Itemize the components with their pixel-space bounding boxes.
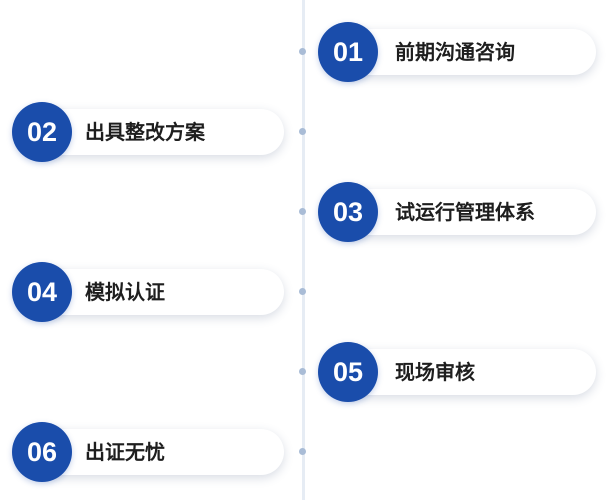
step-4-card: 04 模拟认证 [12, 262, 286, 322]
step-number-badge: 06 [12, 422, 72, 482]
step-pill [32, 429, 284, 475]
step-number-badge: 01 [318, 22, 378, 82]
timeline-dot [299, 448, 306, 455]
step-label: 前期沟通咨询 [395, 40, 515, 64]
step-label: 试运行管理体系 [395, 200, 535, 224]
step-number-badge: 02 [12, 102, 72, 162]
step-pill [32, 109, 284, 155]
step-2-card: 02 出具整改方案 [12, 102, 286, 162]
step-label: 模拟认证 [85, 280, 165, 304]
timeline-dot [299, 48, 306, 55]
step-pill [32, 269, 284, 315]
timeline-dot [299, 368, 306, 375]
step-3-card: 03 试运行管理体系 [318, 182, 598, 242]
timeline-dot [299, 128, 306, 135]
step-pill [338, 29, 596, 75]
step-label: 现场审核 [395, 360, 475, 384]
timeline-line [302, 0, 305, 500]
step-pill [338, 189, 596, 235]
step-5-card: 05 现场审核 [318, 342, 598, 402]
step-6-card: 06 出证无忧 [12, 422, 286, 482]
timeline-dot [299, 208, 306, 215]
timeline-dot [299, 288, 306, 295]
step-pill [338, 349, 596, 395]
step-1-card: 01 前期沟通咨询 [318, 22, 598, 82]
step-label: 出具整改方案 [85, 120, 205, 144]
step-number-badge: 05 [318, 342, 378, 402]
step-label: 出证无忧 [85, 440, 165, 464]
step-number-badge: 04 [12, 262, 72, 322]
step-number-badge: 03 [318, 182, 378, 242]
